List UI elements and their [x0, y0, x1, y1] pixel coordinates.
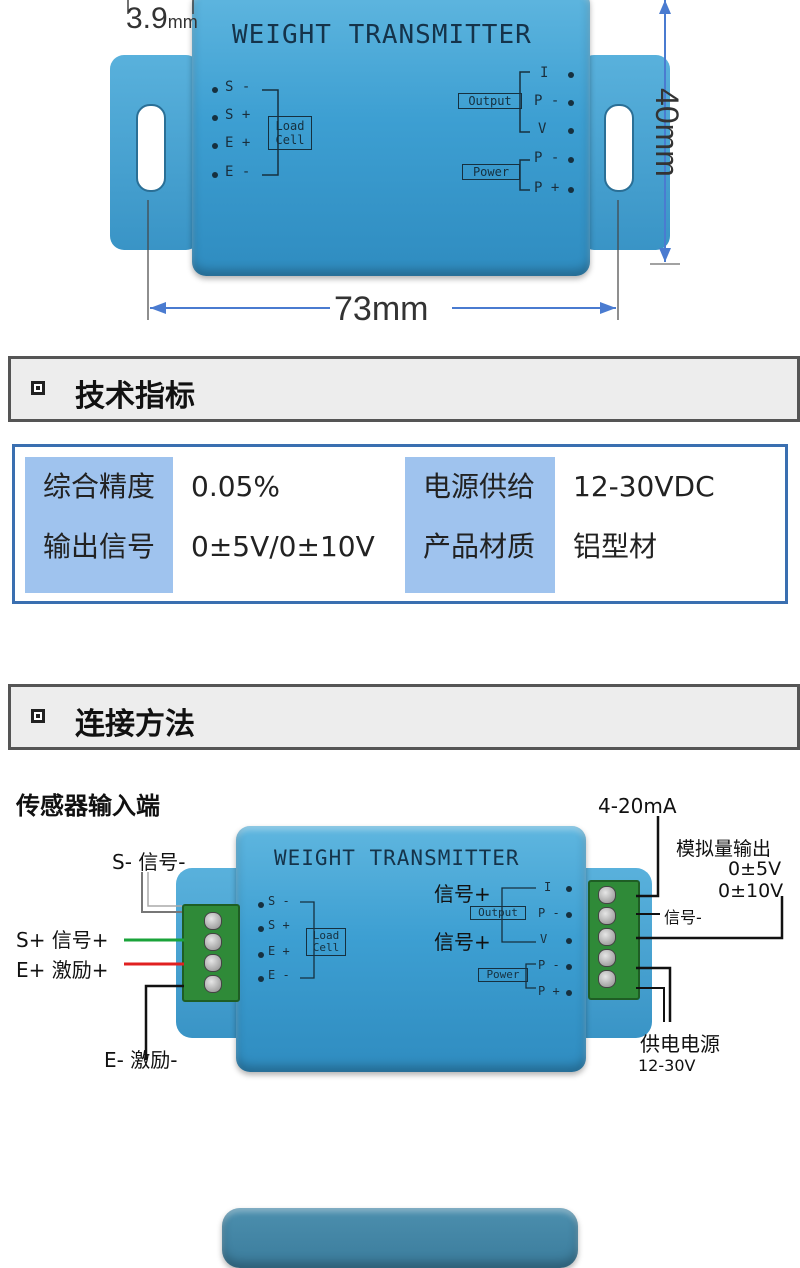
- connect-section-header: 连接方法: [8, 684, 800, 750]
- pin-label: E -: [268, 968, 290, 982]
- pin-label: I: [540, 65, 549, 81]
- output-label: Output: [458, 93, 522, 109]
- s-minus-label: S- 信号-: [112, 850, 186, 874]
- pin-label: P -: [534, 150, 560, 166]
- pin-label: E +: [268, 944, 290, 958]
- pin-label: S +: [268, 918, 290, 932]
- input-heading: 传感器输入端: [16, 792, 160, 820]
- spec-value: 12-30VDC: [555, 457, 775, 517]
- load-cell-bracket: [262, 89, 279, 176]
- load-cell-bracket: [300, 901, 315, 979]
- e-minus-label: E- 激励-: [104, 1048, 178, 1072]
- square-bullet-icon: [31, 381, 45, 395]
- spec-label: 输出信号: [25, 517, 173, 593]
- power-label: Power: [462, 164, 520, 180]
- left-mounting-slot: [136, 104, 166, 192]
- output-power-brackets: [519, 71, 530, 191]
- thickness-dimension: 3.9mm: [126, 2, 198, 35]
- signal-plus-label-1: 信号+: [434, 882, 491, 906]
- connect-section-title: 连接方法: [75, 707, 195, 742]
- pin-label: P +: [534, 180, 560, 196]
- bottom-device-partial: [222, 1208, 578, 1268]
- pin-label: E +: [225, 135, 251, 151]
- spec-label: 产品材质: [405, 517, 555, 593]
- screw-icon: [204, 933, 222, 951]
- spec-value: 铝型材: [555, 517, 775, 593]
- screw-icon: [598, 886, 616, 904]
- pin-label: E -: [225, 164, 251, 180]
- pin-label: S +: [225, 107, 251, 123]
- signal-minus-label: 信号-: [664, 908, 702, 927]
- height-dimension: 40mm: [648, 88, 685, 177]
- pin-label: V: [538, 121, 547, 137]
- analog-10v-label: 0±10V: [718, 880, 784, 902]
- screw-icon: [598, 928, 616, 946]
- top-device-housing: [192, 0, 590, 276]
- right-mounting-slot: [604, 104, 634, 192]
- pin-label: S -: [225, 79, 251, 95]
- screw-icon: [204, 975, 222, 993]
- analog-5v-label: 0±5V: [728, 858, 782, 880]
- pin-label: P -: [538, 958, 560, 972]
- power-range-label: 12-30V: [638, 1056, 696, 1075]
- pin-label: I: [544, 880, 552, 894]
- spec-value: 0±5V/0±10V: [173, 517, 405, 593]
- pin-label: V: [540, 932, 548, 946]
- e-plus-label: E+ 激励+: [16, 958, 109, 982]
- current-output-label: 4-20mA: [598, 794, 677, 818]
- screw-icon: [598, 949, 616, 967]
- analog-output-label: 模拟量输出: [676, 838, 772, 860]
- pin-label: P +: [538, 984, 560, 998]
- spec-value: 0.05%: [173, 457, 405, 517]
- width-dimension: 73mm: [334, 290, 429, 328]
- output-label: Output: [470, 906, 526, 920]
- s-plus-label: S+ 信号+: [16, 928, 109, 952]
- specs-section-title: 技术指标: [75, 379, 195, 414]
- power-supply-label: 供电电源: [640, 1032, 720, 1056]
- wiring-lines: [124, 816, 784, 1060]
- pin-label: P -: [538, 906, 560, 920]
- screw-icon: [598, 907, 616, 925]
- pin-label: S -: [268, 894, 290, 908]
- signal-plus-label-2: 信号+: [434, 930, 491, 954]
- output-power-brackets: [501, 887, 536, 989]
- top-device-title: WEIGHT TRANSMITTER: [232, 20, 532, 50]
- dimension-lines: [127, 0, 680, 320]
- square-bullet-icon: [31, 709, 45, 723]
- screw-icon: [204, 954, 222, 972]
- wiring-device-housing: [236, 826, 586, 1072]
- spec-label: 综合精度: [25, 457, 173, 517]
- specs-table: 综合精度 0.05% 电源供给 12-30VDC 输出信号 0±5V/0±10V…: [12, 444, 788, 604]
- spec-label: 电源供给: [405, 457, 555, 517]
- wiring-device-title: WEIGHT TRANSMITTER: [274, 846, 520, 870]
- screw-icon: [204, 912, 222, 930]
- pin-label: P -: [534, 93, 560, 109]
- screw-icon: [598, 970, 616, 988]
- specs-section-header: 技术指标: [8, 356, 800, 422]
- power-label: Power: [478, 968, 528, 982]
